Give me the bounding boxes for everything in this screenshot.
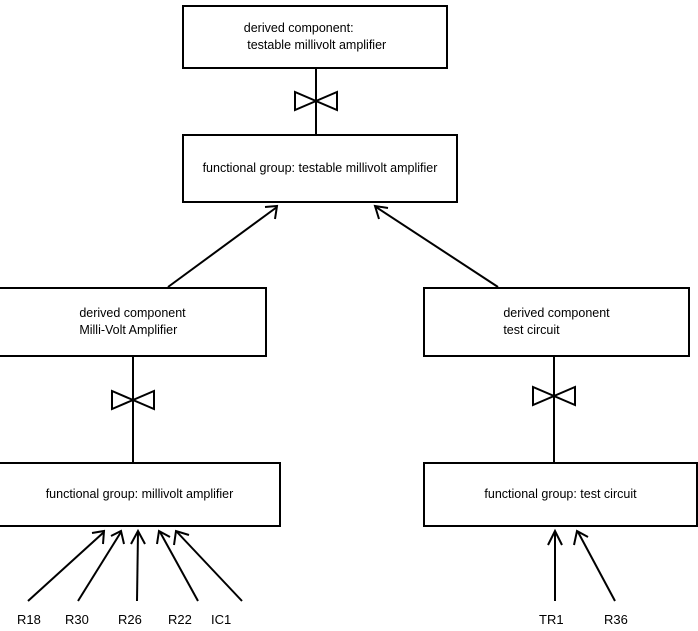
node-top-derived-component-line1: derived component: — [243, 21, 354, 35]
node-left-functional-group[interactable]: functional group: millivolt amplifier — [0, 462, 281, 527]
leaf-label-r18[interactable]: R18 — [17, 612, 41, 627]
leaf-arrow-r30 — [77, 529, 125, 602]
bowtie-icon-left — [111, 389, 155, 411]
leaf-label-r22[interactable]: R22 — [168, 612, 192, 627]
node-top-derived-component[interactable]: derived component: testable millivolt am… — [182, 5, 448, 69]
node-left-derived-component-line1: derived component — [79, 306, 186, 320]
node-right-derived-component-line1: derived component — [503, 306, 610, 320]
bowtie-icon-right — [532, 385, 576, 407]
leaf-arrow-r36 — [573, 529, 616, 602]
node-top-derived-component-line2: testable millivolt amplifier — [243, 38, 387, 52]
connector-right-derived-to-top-functional — [373, 204, 499, 288]
node-right-derived-component-line2: test circuit — [503, 323, 560, 337]
leaf-arrow-ic1 — [173, 529, 243, 602]
node-right-derived-component-text: derived component test circuit — [503, 305, 609, 339]
node-top-derived-component-text: derived component: testable millivolt am… — [244, 20, 386, 54]
leaf-label-ic1[interactable]: IC1 — [211, 612, 232, 627]
node-left-functional-group-line1: functional group: millivolt amplifier — [45, 487, 234, 501]
node-right-derived-component[interactable]: derived component test circuit — [423, 287, 690, 357]
node-right-functional-group-text: functional group: test circuit — [484, 486, 636, 503]
leaf-arrow-r26 — [130, 528, 146, 602]
node-top-functional-group[interactable]: functional group: testable millivolt amp… — [182, 134, 458, 203]
leaf-label-r30[interactable]: R30 — [65, 612, 89, 627]
node-left-derived-component-line2: Milli-Volt Amplifier — [79, 323, 178, 337]
node-top-functional-group-line1: functional group: testable millivolt amp… — [202, 161, 438, 175]
leaf-arrow-r22 — [156, 529, 199, 602]
node-right-functional-group-line1: functional group: test circuit — [484, 487, 637, 501]
leaf-label-r36[interactable]: R36 — [604, 612, 628, 627]
node-top-functional-group-text: functional group: testable millivolt amp… — [203, 160, 438, 177]
leaf-arrow-tr1 — [547, 528, 563, 601]
leaf-arrow-r18 — [27, 529, 106, 602]
bowtie-icon-top — [294, 90, 338, 112]
connector-left-derived-to-top-functional — [167, 204, 279, 288]
node-left-functional-group-text: functional group: millivolt amplifier — [46, 486, 234, 503]
leaf-label-tr1[interactable]: TR1 — [539, 612, 564, 627]
node-right-functional-group[interactable]: functional group: test circuit — [423, 462, 698, 527]
leaf-label-r26[interactable]: R26 — [118, 612, 142, 627]
